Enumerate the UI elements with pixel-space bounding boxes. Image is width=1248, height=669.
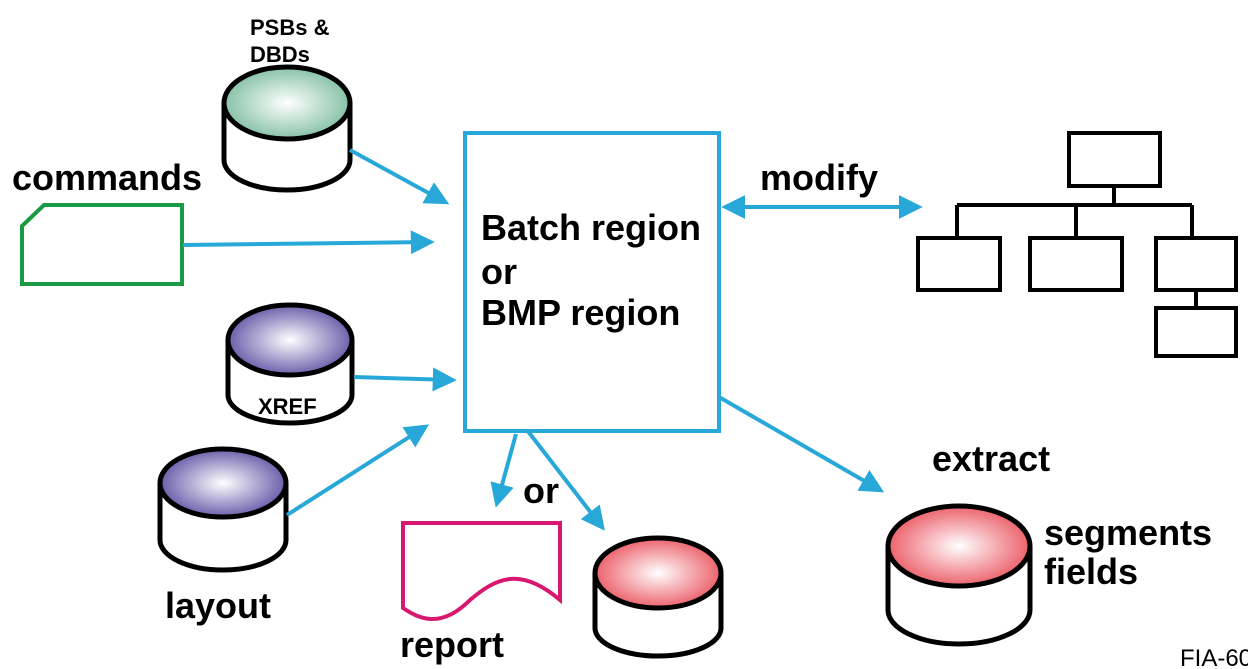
layout-label: layout <box>165 585 271 626</box>
region-to-extract-arrow <box>717 395 885 493</box>
layout-database-icon <box>157 446 289 573</box>
commands-to-region-arrow <box>182 230 435 255</box>
region-to-db-arrow <box>525 428 605 531</box>
psbs-dbds-label-line2: DBDs <box>250 42 310 67</box>
modify-label: modify <box>760 157 878 198</box>
segments-label: segments <box>1044 512 1212 553</box>
extract-label: extract <box>932 438 1050 479</box>
fields-label: fields <box>1044 551 1138 592</box>
region-box <box>463 131 721 433</box>
xref-to-region-arrow <box>353 367 457 392</box>
xref-label: XREF <box>258 394 317 419</box>
xref-database-icon <box>225 302 355 426</box>
psbs-dbds-database-icon <box>221 64 353 193</box>
report-document-icon <box>401 521 562 621</box>
region-label-line1: Batch region <box>481 207 701 248</box>
layout-to-region-arrow <box>285 424 430 517</box>
commands-card-icon <box>20 203 184 286</box>
commands-label: commands <box>12 157 202 198</box>
hierarchy-tree-icon <box>916 131 1238 358</box>
region-label-line3: BMP region <box>481 292 680 333</box>
psbs-dbds-label-line1: PSBs & <box>250 15 330 40</box>
region-to-report-arrow <box>490 433 518 508</box>
psbs-to-region-arrow <box>349 148 450 205</box>
or-label: or <box>523 470 559 511</box>
output-database-icon <box>592 535 724 659</box>
region-label-line2: or <box>481 251 517 292</box>
report-label: report <box>400 624 504 665</box>
extract-database-icon <box>885 503 1033 647</box>
figure-id-label: FIA-60 <box>1180 645 1248 669</box>
